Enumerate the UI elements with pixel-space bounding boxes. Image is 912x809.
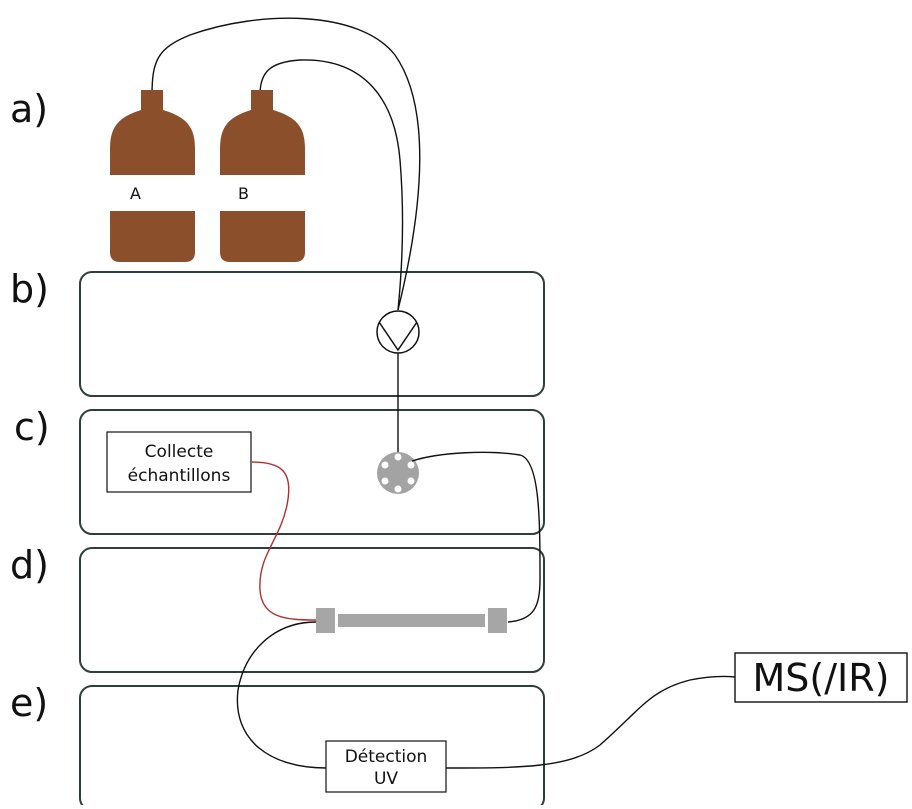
module-e-detector [79,685,545,809]
sample-collector: Collecte échantillons [106,431,252,493]
tubing-column-to-detector [236,621,327,769]
uv-detector-box [325,740,447,793]
module-b-pump [79,271,545,397]
section-label-e: e) [10,681,48,725]
tubing-column-to-collector [251,461,318,621]
section-label-c: c) [14,405,50,449]
sample-collector-label-1: Collecte [145,442,214,462]
ms-ir-label: MS(/IR) [753,656,890,700]
injector-valve-icon [377,452,419,494]
module-d-column-oven [79,547,545,673]
section-label-b: b) [10,267,49,311]
uv-detector: Détection UV [325,740,447,793]
bottle-b: B [220,90,305,262]
uv-detector-label-2: UV [374,769,398,789]
sample-collector-box [106,431,252,493]
bottle-a-label: A [130,184,141,203]
tubing-detector-to-ms [445,675,736,769]
column-icon [316,608,507,633]
section-label-a: a) [10,87,48,131]
sample-collector-label-2: échantillons [128,466,231,486]
tubing-bottle-b-to-pump [259,59,404,311]
tubing-bottle-a-to-pump [151,17,421,311]
column-inlet-fitting [316,608,335,633]
ms-ir-detector: MS(/IR) [734,652,908,703]
column-body [338,614,485,627]
pump-icon [376,310,420,354]
bottle-b-label: B [238,184,249,203]
uv-detector-label-1: Détection [345,747,428,767]
bottle-b-label-band [220,175,305,211]
section-label-d: d) [10,543,49,587]
column-outlet-fitting [488,608,507,633]
bottle-a: A [110,90,195,262]
bottle-a-label-band [110,175,195,211]
ms-ir-box [734,652,908,703]
tubing-injector-to-column [411,451,541,623]
